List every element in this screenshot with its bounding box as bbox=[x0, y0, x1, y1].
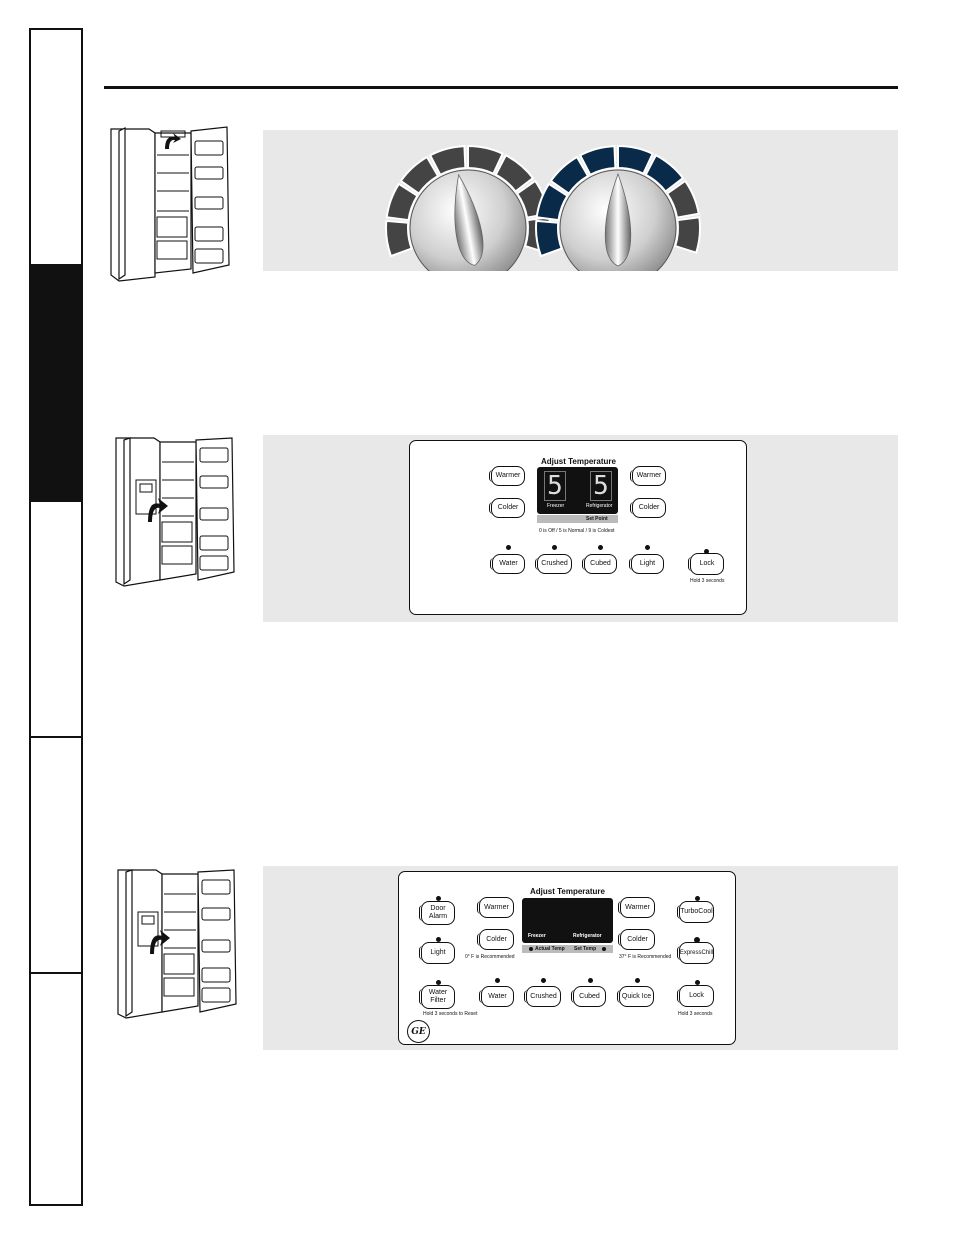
light-button[interactable]: Light bbox=[419, 942, 455, 964]
panel-title: Adjust Temperature bbox=[530, 887, 605, 896]
fridge-warmer-button[interactable]: Warmer bbox=[630, 466, 666, 486]
cubed-button[interactable]: Cubed bbox=[582, 554, 617, 574]
water-filter-label-2: Filter bbox=[430, 997, 446, 1004]
freezer-label: Freezer bbox=[528, 933, 546, 939]
ge-logo: GE bbox=[407, 1020, 430, 1043]
control-panel-advanced: Adjust Temperature Door Alarm Light Wate… bbox=[398, 871, 736, 1045]
water-led bbox=[495, 978, 500, 983]
fridge-recommended-note: 37° F is Recommended bbox=[619, 954, 672, 960]
temperature-dials bbox=[385, 144, 701, 287]
cubed-led bbox=[598, 545, 603, 550]
fridge-colder-button[interactable]: Colder bbox=[630, 498, 666, 518]
section-tab-1[interactable] bbox=[31, 30, 81, 266]
door-alarm-led bbox=[436, 896, 441, 901]
dial-segment bbox=[535, 182, 569, 222]
set-temp-indicator bbox=[602, 947, 606, 951]
freezer-colder-button[interactable]: Colder bbox=[489, 498, 525, 518]
set-point-bar bbox=[537, 515, 618, 523]
fridge-dial[interactable] bbox=[535, 144, 701, 287]
freezer-setting-digit: 5 bbox=[544, 471, 566, 501]
scale-note: 0 is Off / 5 is Normal / 9 is Coldest bbox=[539, 528, 615, 534]
door-alarm-label-2: Alarm bbox=[428, 913, 448, 920]
freezer-warmer-button[interactable]: Warmer bbox=[489, 466, 525, 486]
crushed-led bbox=[541, 978, 546, 983]
dial-segment bbox=[578, 145, 617, 177]
dial-segment bbox=[399, 155, 440, 195]
section-tab-2-active[interactable] bbox=[31, 266, 81, 502]
water-button[interactable]: Water bbox=[490, 554, 525, 574]
dial-segment bbox=[535, 219, 563, 258]
dial-pointer bbox=[454, 173, 484, 266]
quick-ice-button[interactable]: Quick Ice bbox=[617, 986, 654, 1007]
water-filter-button[interactable]: Water Filter bbox=[419, 985, 455, 1009]
dial-segment bbox=[617, 144, 654, 175]
lock-hold-note: Hold 3 seconds bbox=[678, 1011, 713, 1017]
dial-segment bbox=[385, 219, 413, 258]
fridge-setting-digit: 5 bbox=[590, 471, 612, 501]
dial-segment bbox=[428, 145, 467, 177]
header-rule bbox=[104, 86, 898, 89]
actual-temp-indicator bbox=[529, 947, 533, 951]
temperature-display: Freezer Refrigerator bbox=[522, 898, 613, 943]
panel-title: Adjust Temperature bbox=[541, 457, 616, 466]
lock-button[interactable]: Lock bbox=[677, 985, 714, 1007]
crushed-button[interactable]: Crushed bbox=[535, 554, 572, 574]
door-alarm-label-1: Door bbox=[430, 905, 446, 912]
dial-segment bbox=[494, 153, 535, 193]
water-button[interactable]: Water bbox=[479, 986, 514, 1007]
lock-led bbox=[695, 980, 700, 985]
refrigerator-label: Refrigerator bbox=[573, 933, 602, 939]
freezer-recommended-note: 0° F is Recommended bbox=[465, 954, 515, 960]
freezer-colder-button[interactable]: Colder bbox=[477, 929, 514, 950]
fridge-illustration-2 bbox=[114, 436, 239, 588]
fridge-illustration-1 bbox=[109, 125, 234, 285]
dial-segment bbox=[385, 182, 419, 222]
cubed-button[interactable]: Cubed bbox=[571, 986, 606, 1007]
temp-mode-bar bbox=[522, 945, 613, 953]
dial-panel bbox=[263, 130, 898, 287]
section-tab-strip bbox=[29, 28, 83, 1206]
freezer-label: Freezer bbox=[547, 503, 565, 509]
actual-temp-label: Actual Temp bbox=[535, 946, 565, 952]
temperature-display: 5 5 Freezer Refrigerator bbox=[537, 467, 618, 514]
dial-segment bbox=[673, 216, 701, 254]
refrigerator-label: Refrigerator bbox=[586, 503, 613, 509]
dial-pointer bbox=[604, 172, 632, 267]
expresschill-led bbox=[694, 937, 700, 943]
freezer-dial[interactable] bbox=[385, 144, 551, 287]
water-led bbox=[506, 545, 511, 550]
crushed-led bbox=[552, 545, 557, 550]
water-filter-label-1: Water bbox=[428, 989, 448, 996]
expresschill-button[interactable]: ExpressChill bbox=[677, 942, 714, 964]
set-point-label: Set Point bbox=[586, 516, 608, 522]
dial-segment bbox=[644, 153, 685, 193]
dial-segment bbox=[549, 155, 590, 195]
light-led bbox=[645, 545, 650, 550]
door-alarm-button[interactable]: Door Alarm bbox=[419, 901, 455, 925]
turbocool-led bbox=[695, 896, 700, 901]
dial-segment bbox=[665, 179, 700, 219]
lock-led bbox=[704, 549, 709, 554]
quick-ice-led bbox=[635, 978, 640, 983]
freezer-warmer-button[interactable]: Warmer bbox=[477, 897, 514, 918]
water-filter-led bbox=[436, 980, 441, 985]
section-tab-3[interactable] bbox=[31, 502, 81, 738]
crushed-button[interactable]: Crushed bbox=[524, 986, 561, 1007]
cubed-led bbox=[588, 978, 593, 983]
section-tab-4[interactable] bbox=[31, 738, 81, 974]
control-panel-basic: Adjust Temperature Warmer Colder Warmer … bbox=[409, 440, 747, 615]
fridge-colder-button[interactable]: Colder bbox=[618, 929, 655, 950]
section-tab-5[interactable] bbox=[31, 974, 81, 1204]
turbocool-button[interactable]: TurboCool bbox=[677, 901, 714, 923]
lock-hold-note: Hold 3 seconds bbox=[690, 578, 725, 584]
set-temp-label: Set Temp bbox=[574, 946, 597, 952]
lock-button[interactable]: Lock bbox=[688, 553, 724, 575]
dial-segment bbox=[467, 144, 504, 175]
light-button[interactable]: Light bbox=[629, 554, 664, 574]
light-led bbox=[436, 937, 441, 942]
reset-hold-note: Hold 3 seconds to Reset bbox=[423, 1011, 478, 1017]
fridge-illustration-3 bbox=[116, 868, 241, 1020]
fridge-warmer-button[interactable]: Warmer bbox=[618, 897, 655, 918]
